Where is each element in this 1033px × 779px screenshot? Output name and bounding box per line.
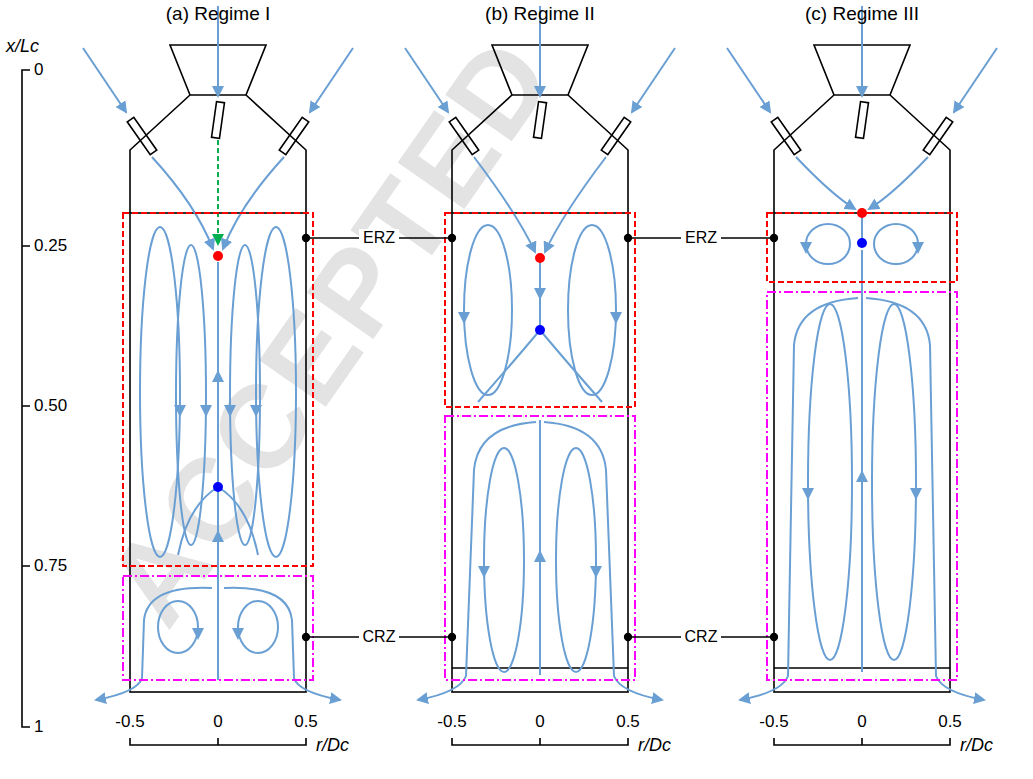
scale-tick-label: 0.5 [938, 712, 962, 732]
scale-tick-label: -0.5 [759, 712, 788, 732]
axis-tick-label: 0.50 [34, 396, 67, 416]
zone-label: CRZ [359, 628, 400, 646]
scale-title: r/Dc [316, 735, 349, 756]
zone-label: ERZ [359, 229, 399, 247]
scale-tick-label: 0.5 [294, 712, 318, 732]
scale-title: r/Dc [960, 735, 993, 756]
scale-tick-label: 0 [213, 712, 222, 732]
zone-label: CRZ [681, 628, 722, 646]
panel-title: (a) Regime I [166, 3, 271, 25]
scale-title: r/Dc [638, 735, 671, 756]
scale-tick-label: 0 [535, 712, 544, 732]
axis-tick-label: 1 [34, 717, 43, 737]
panel-title: (c) Regime III [805, 3, 919, 25]
scale-tick-label: -0.5 [437, 712, 466, 732]
scale-tick-label: -0.5 [115, 712, 144, 732]
scale-tick-label: 0.5 [616, 712, 640, 732]
axis-tick-label: 0.75 [34, 556, 67, 576]
panel-title: (b) Regime II [485, 3, 595, 25]
axis-title: x/Lc [6, 36, 39, 57]
scale-tick-label: 0 [857, 712, 866, 732]
axis-tick-label: 0 [34, 60, 43, 80]
axis-tick-label: 0.25 [34, 236, 67, 256]
zone-label: ERZ [681, 229, 721, 247]
